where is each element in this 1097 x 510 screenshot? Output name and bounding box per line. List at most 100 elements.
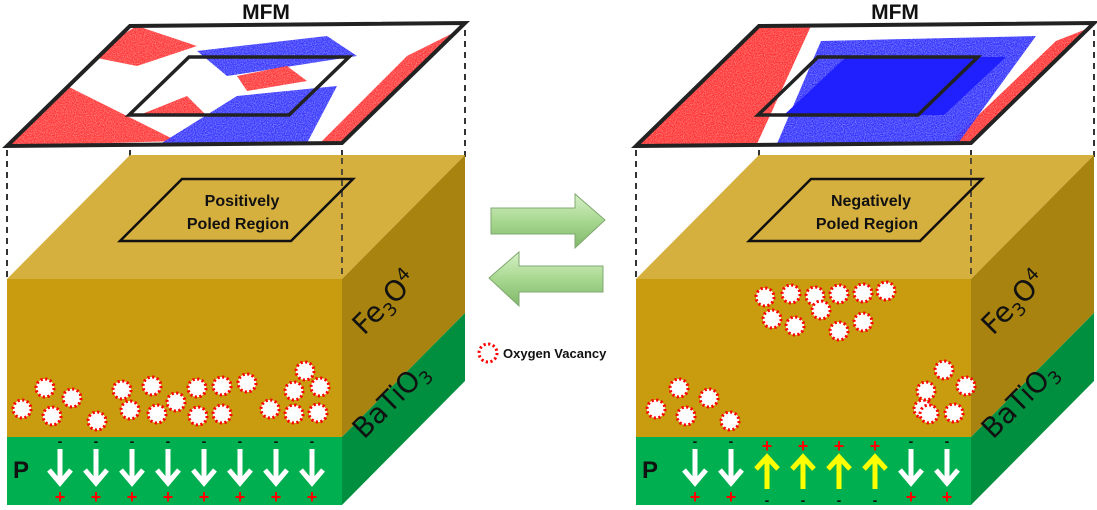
oxygen-vacancy-icon (675, 405, 697, 427)
poled-region-label-line2: Poled Region (187, 216, 289, 233)
mfm-frame (2, 20, 470, 149)
legend: Oxygen Vacancy (477, 342, 607, 364)
negative-charge: - (310, 433, 315, 449)
negative-charge: - (873, 492, 878, 508)
fe3o4-top-face (636, 155, 1094, 279)
poled-region-label-line2: Poled Region (816, 216, 918, 233)
positive-charge: + (163, 487, 174, 507)
oxygen-vacancy-icon (307, 402, 329, 424)
oxygen-vacancy-icon (61, 387, 83, 409)
oxygen-vacancy-icon (119, 399, 141, 421)
oxygen-vacancy-icon (828, 320, 850, 342)
oxygen-vacancy-icon (141, 375, 163, 397)
oxygen-vacancy-icon (283, 380, 305, 402)
mfm-title: MFM (871, 1, 919, 24)
poled-region-label-line1: Positively (205, 193, 280, 210)
oxygen-vacancy-icon (810, 299, 832, 321)
positive-charge: + (870, 436, 881, 456)
batio3-side-face (971, 313, 1094, 505)
oxygen-vacancy-legend-icon (477, 342, 499, 364)
oxygen-vacancy-icon (236, 372, 258, 394)
polarization-down-arrow-icon: -+ (83, 433, 109, 507)
poled-region-outline (116, 177, 357, 243)
arrow-left-icon (488, 250, 604, 308)
oxygen-vacancy-icon (146, 403, 168, 425)
positive-charge: + (690, 487, 701, 507)
polarization-down-arrow-icon: -+ (263, 433, 289, 507)
oxygen-vacancy-icon (111, 379, 133, 401)
oxygen-vacancy-icon (211, 403, 233, 425)
fe3o4-side-face (342, 155, 465, 437)
positive-charge: + (55, 487, 66, 507)
negative-charge: - (837, 492, 842, 508)
polarization-down-arrow-icon: -+ (299, 433, 325, 507)
oxygen-vacancy-icon (294, 360, 316, 382)
poled-region-outline (745, 177, 986, 243)
polarization-up-arrow-icon: +- (754, 436, 780, 508)
oxygen-vacancy-icon (804, 285, 826, 307)
oxygen-vacancy-icon (259, 398, 281, 420)
polarization-down-arrow-icon: -+ (227, 433, 253, 507)
oxygen-vacancy-icon (852, 311, 874, 333)
polarization-up-arrow-icon: +- (862, 436, 888, 508)
oxygen-vacancy-icon (645, 398, 667, 420)
oxygen-vacancy-icon (86, 410, 108, 432)
polarization-up-arrow-icon: +- (826, 436, 852, 508)
oxygen-vacancy-icon (955, 375, 977, 397)
mfm-image (631, 20, 1097, 149)
oxygen-vacancy-icon (784, 315, 806, 337)
oxygen-vacancy-icon (698, 387, 720, 409)
positive-charge: + (91, 487, 102, 507)
oxygen-vacancy-icon (761, 308, 783, 330)
oxygen-vacancy-icon (283, 403, 305, 425)
oxygen-vacancy-icon (34, 377, 56, 399)
positive-charge: + (307, 487, 318, 507)
negative-charge: - (909, 433, 914, 449)
negative-charge: - (945, 433, 950, 449)
positive-charge: + (762, 436, 773, 456)
oxygen-vacancy-icon (668, 377, 690, 399)
positive-charge: + (199, 487, 210, 507)
polarization-down-arrow-icon: -+ (119, 433, 145, 507)
polarization-down-arrow-icon: -+ (47, 433, 73, 507)
arrow-right-icon (490, 192, 606, 250)
oxygen-vacancy-icon (719, 410, 741, 432)
fe3o4-side-face (971, 155, 1094, 437)
oxygen-vacancy-icon (852, 282, 874, 304)
fe3o4-top-face (7, 155, 465, 279)
positive-charge: + (235, 487, 246, 507)
oxygen-vacancy-icon (187, 405, 209, 427)
polarization-down-arrow-icon: -+ (934, 433, 960, 507)
negative-charge: - (238, 433, 243, 449)
negative-charge: - (202, 433, 207, 449)
polarization-label: P (642, 457, 658, 484)
batio3-side-face (342, 313, 465, 505)
negative-charge: - (801, 492, 806, 508)
oxygen-vacancy-icon (915, 380, 937, 402)
oxygen-vacancy-icon (11, 398, 33, 420)
negative-charge: - (130, 433, 135, 449)
mfm-title: MFM (242, 1, 290, 24)
switch-arrows (488, 192, 606, 308)
poled-region-label-line1: Negatively (831, 193, 911, 210)
positive-charge: + (834, 436, 845, 456)
positive-charge: + (726, 487, 737, 507)
oxygen-vacancy-icon (828, 283, 850, 305)
oxygen-vacancy-icon (309, 376, 331, 398)
oxygen-vacancy-icon (943, 402, 965, 424)
mfm-image (2, 20, 470, 149)
negative-charge: - (765, 492, 770, 508)
negative-charge: - (693, 433, 698, 449)
polarization-down-arrow-icon: -+ (682, 433, 708, 507)
negative-charge: - (58, 433, 63, 449)
polarization-down-arrow-icon: -+ (898, 433, 924, 507)
oxygen-vacancy-icon (780, 283, 802, 305)
polarization-down-arrow-icon: -+ (718, 433, 744, 507)
oxygen-vacancy-icon (165, 391, 187, 413)
oxygen-vacancy-icon (211, 375, 233, 397)
polarization-down-arrow-icon: -+ (191, 433, 217, 507)
positive-charge: + (942, 487, 953, 507)
negative-charge: - (94, 433, 99, 449)
